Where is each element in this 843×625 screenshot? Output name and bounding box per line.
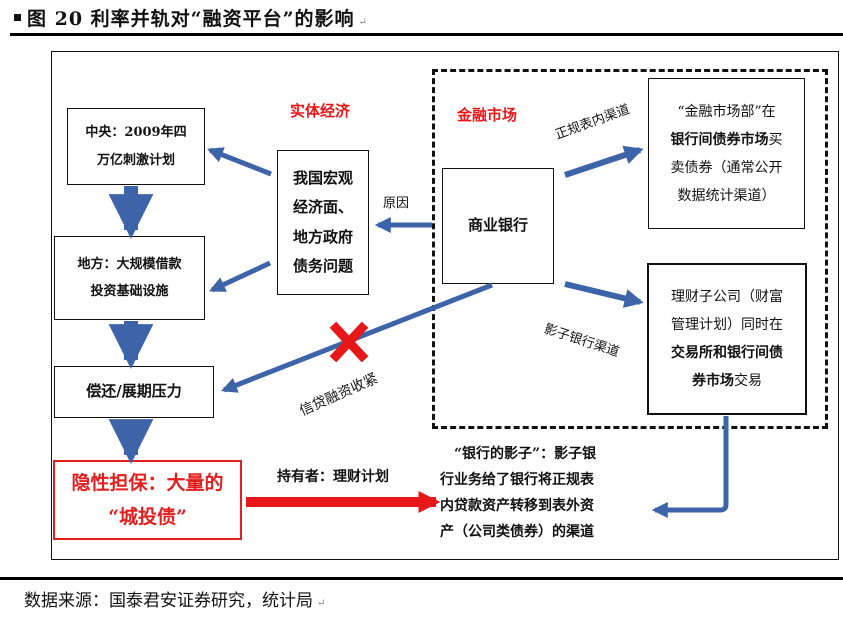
node-financial-market-dept: “金融市场部”在 银行间债券市场买 卖债券（通常公开 数据统计渠道） [648, 78, 805, 229]
node-implicit-line-2: “城投债” [108, 506, 187, 528]
top-rule [10, 33, 843, 36]
edge-label-reason: 原因 [383, 196, 410, 211]
source-text: 数据来源：国泰君安证券研究，统计局 [24, 591, 313, 611]
figure-title: 图 20 利率并轨对“融资平台”的影响↵ [14, 4, 368, 31]
fin-dept-line-2-rest: 买 [768, 131, 783, 148]
node-macro-line-4: 债务问题 [292, 256, 353, 275]
node-commercial-bank: 商业银行 [442, 168, 554, 284]
figure-title-text: 图 20 利率并轨对“融资平台”的影响 [27, 8, 355, 30]
shadow-desc-line-4: 产（公司类债券）的渠道 [440, 523, 594, 540]
node-repay-line-1: 偿还/展期压力 [86, 382, 182, 401]
financial-market-region [432, 69, 828, 429]
node-implicit-line-1: 隐性担保：大量的 [71, 471, 224, 494]
node-bank-line-1: 商业银行 [467, 216, 528, 235]
bullet-square-icon [14, 13, 21, 21]
fin-dept-line-4: 数据统计渠道） [677, 187, 776, 204]
shadow-bank-description: “银行的影子”：影子银 行业务给了银行将正规表 内贷款资产转移到表外资 产（公司… [440, 442, 645, 546]
fin-dept-line-3: 卖债券（通常公开 [670, 159, 783, 176]
node-local-borrowing: 地方：大规模借款 投资基础设施 [54, 236, 205, 320]
paragraph-mark-icon: ↵ [358, 17, 368, 28]
shadow-desc-line-2: 行业务给了银行将正规表 [440, 471, 594, 488]
bottom-rule [0, 577, 843, 580]
edge-label-holder: 持有者：理财计划 [277, 469, 389, 485]
fin-dept-line-1: “金融市场部”在 [677, 103, 776, 120]
fin-dept-line-2-bold: 银行间债券市场 [670, 131, 769, 148]
node-local-line-2: 投资基础设施 [90, 284, 169, 299]
source-note: 数据来源：国泰君安证券研究，统计局 ↵ [24, 586, 325, 611]
wealth-sub-line-3: 交易所和银行间债 [671, 345, 783, 361]
node-macro-line-2: 经济面、 [292, 198, 353, 217]
shadow-desc-line-1: “银行的影子”：影子银 [454, 446, 597, 462]
node-macro-line-1: 我国宏观 [292, 169, 353, 187]
section-financial-market: 金融市场 [457, 106, 518, 124]
node-repay-pressure: 偿还/展期压力 [54, 366, 214, 418]
node-central-stimulus: 中央：2009年四 万亿刺激计划 [67, 108, 205, 185]
node-implicit-guarantee: 隐性担保：大量的 “城投债” [53, 460, 242, 540]
wealth-sub-line-1: 理财子公司（财富 [671, 289, 783, 305]
section-real-economy: 实体经济 [290, 102, 351, 120]
node-local-line-1: 地方：大规模借款 [77, 256, 182, 272]
node-macro-line-3: 地方政府 [292, 227, 353, 246]
node-macro-issues: 我国宏观 经济面、 地方政府 债务问题 [277, 150, 369, 295]
wealth-sub-line-2: 管理计划）同时在 [671, 317, 783, 333]
shadow-desc-line-3: 内贷款资产转移到表外资 [440, 497, 594, 514]
wealth-sub-line-4-bold: 券市场 [692, 373, 734, 389]
node-central-line-2: 万亿刺激计划 [96, 152, 175, 168]
paragraph-mark-icon: ↵ [317, 598, 326, 609]
wealth-sub-line-4-rest: 交易 [734, 373, 762, 389]
node-wealth-subsidiary: 理财子公司（财富 管理计划）同时在 交易所和银行间债 券市场交易 [647, 263, 807, 415]
node-central-line-1: 中央：2009年四 [85, 125, 187, 141]
